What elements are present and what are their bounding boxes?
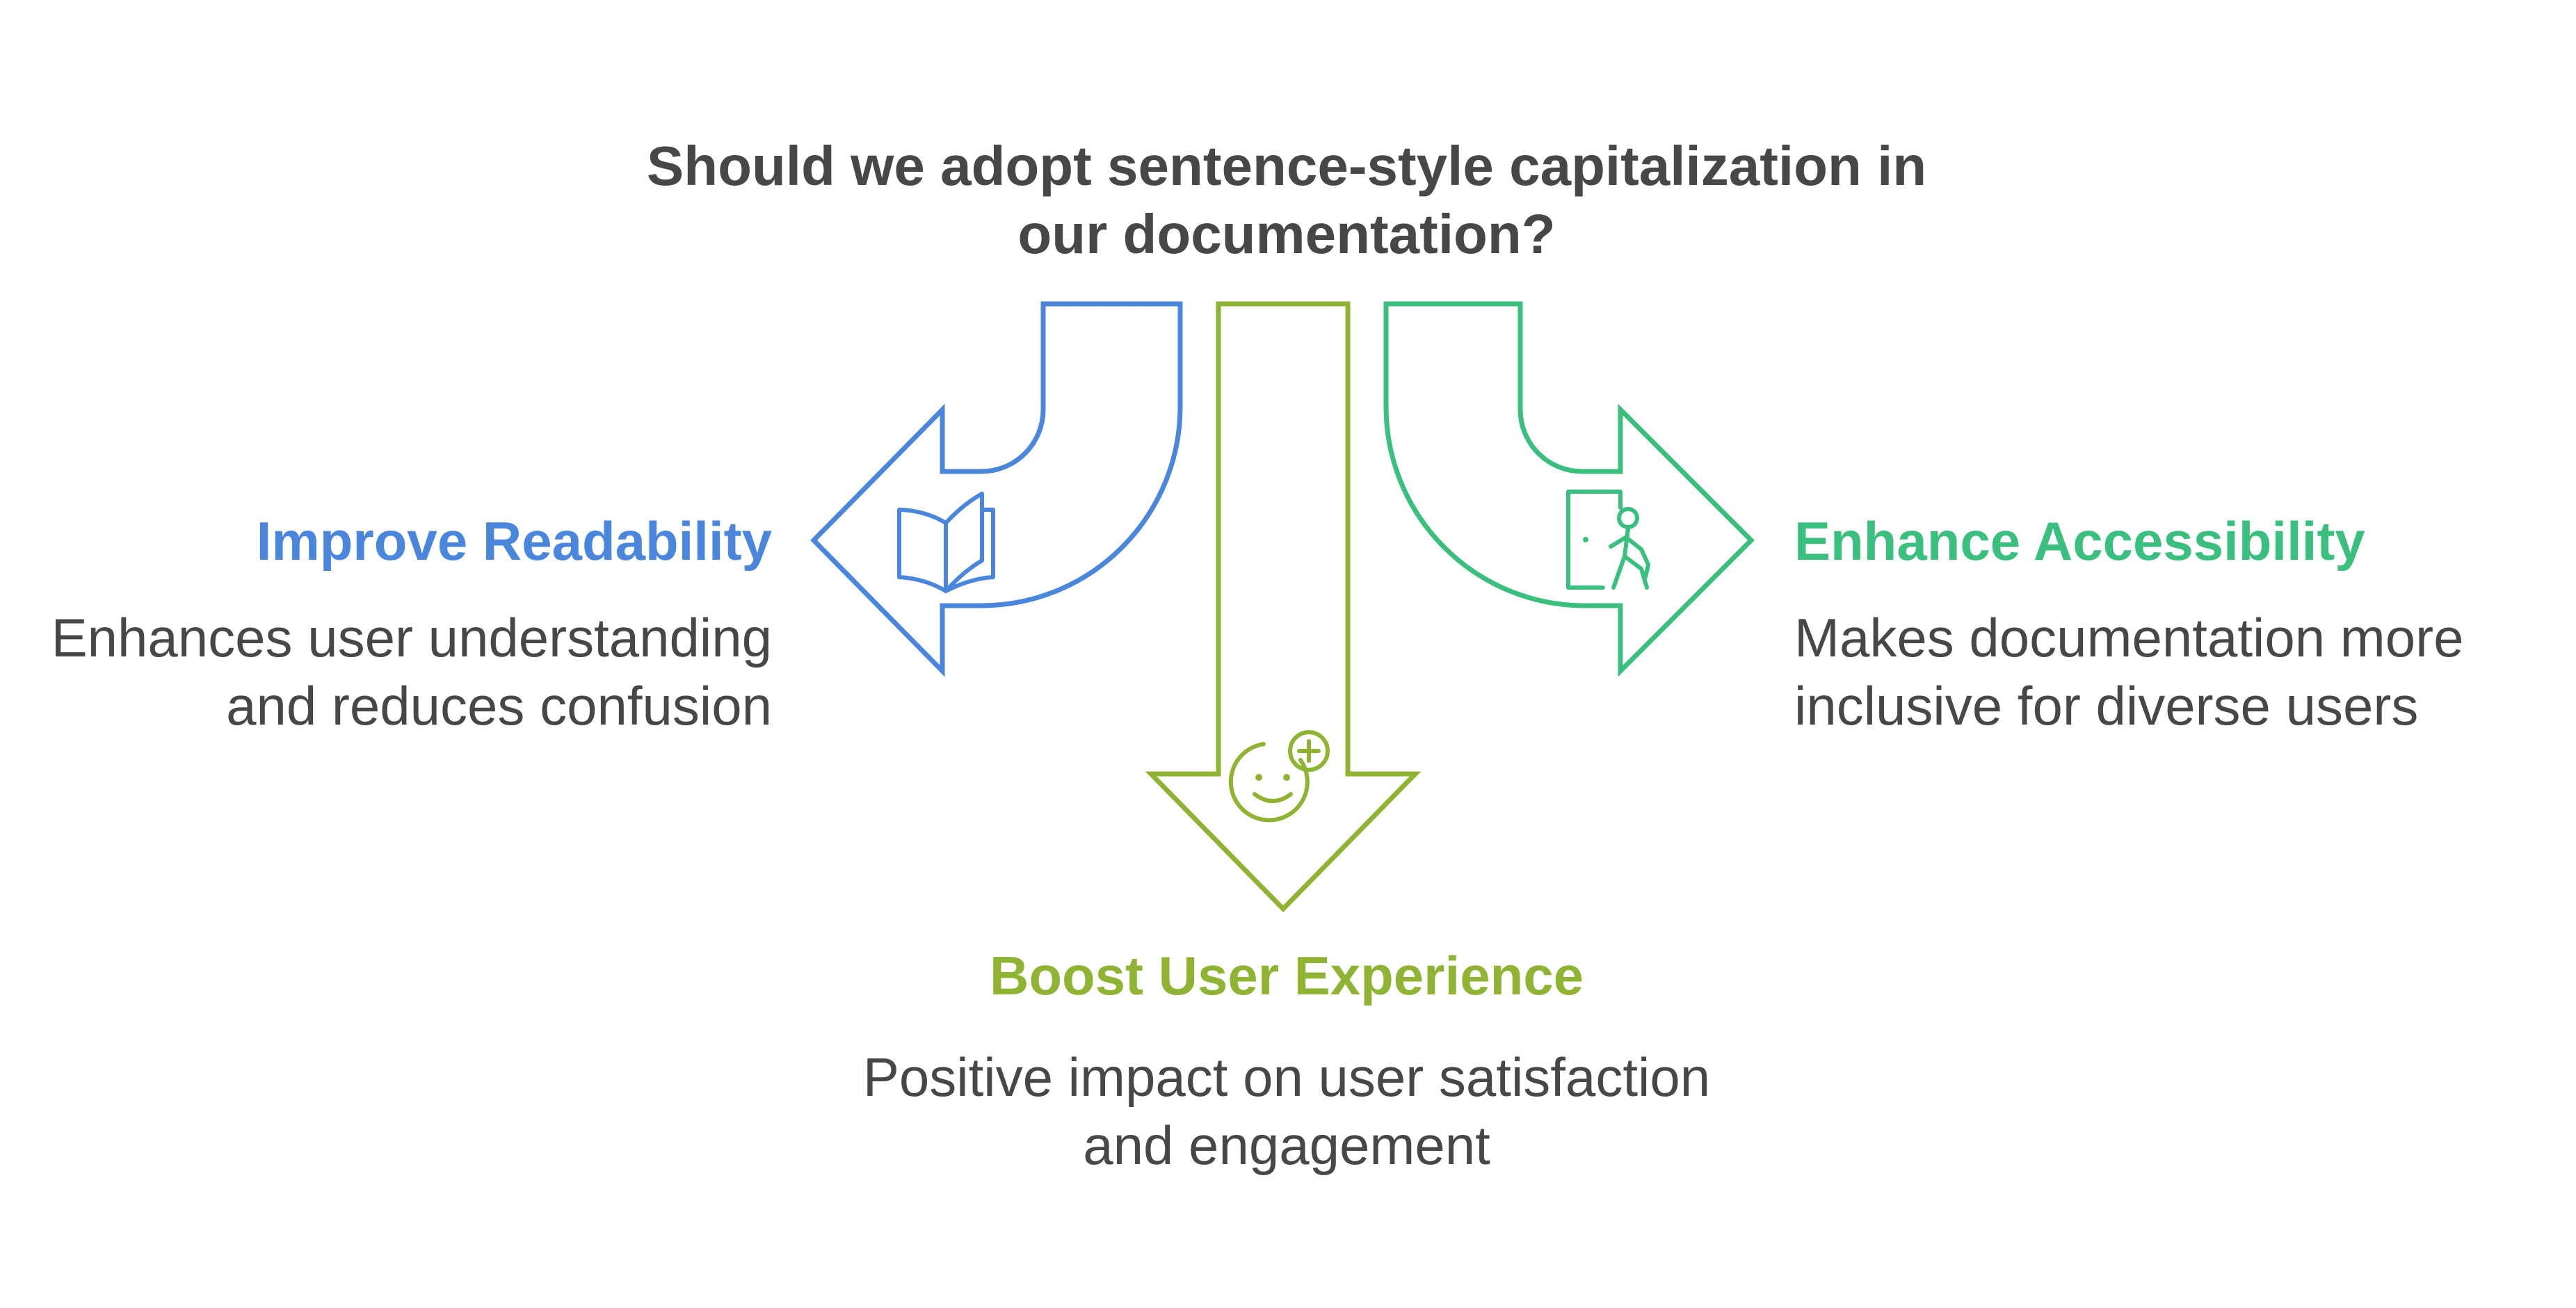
option-title-readability: Improve Readability (256, 510, 772, 572)
option-description-readability: Enhances user understanding and reduces … (51, 607, 772, 736)
middle-arrow (1145, 301, 1422, 913)
option-title-user-experience: Boost User Experience (989, 945, 1584, 1006)
option-description-accessibility: Makes documentation more inclusive for d… (1794, 607, 2464, 736)
person-exit-door-icon (1566, 490, 1650, 590)
right-arrow (1383, 301, 1755, 677)
option-title-accessibility: Enhance Accessibility (1794, 510, 2365, 572)
question-title: Should we adopt sentence-style capitaliz… (646, 135, 1927, 265)
left-arrow (810, 301, 1183, 677)
option-description-user-experience: Positive impact on user satisfaction and… (862, 1047, 1711, 1176)
smiley-plus-icon (1228, 730, 1330, 823)
book-icon (897, 492, 995, 593)
